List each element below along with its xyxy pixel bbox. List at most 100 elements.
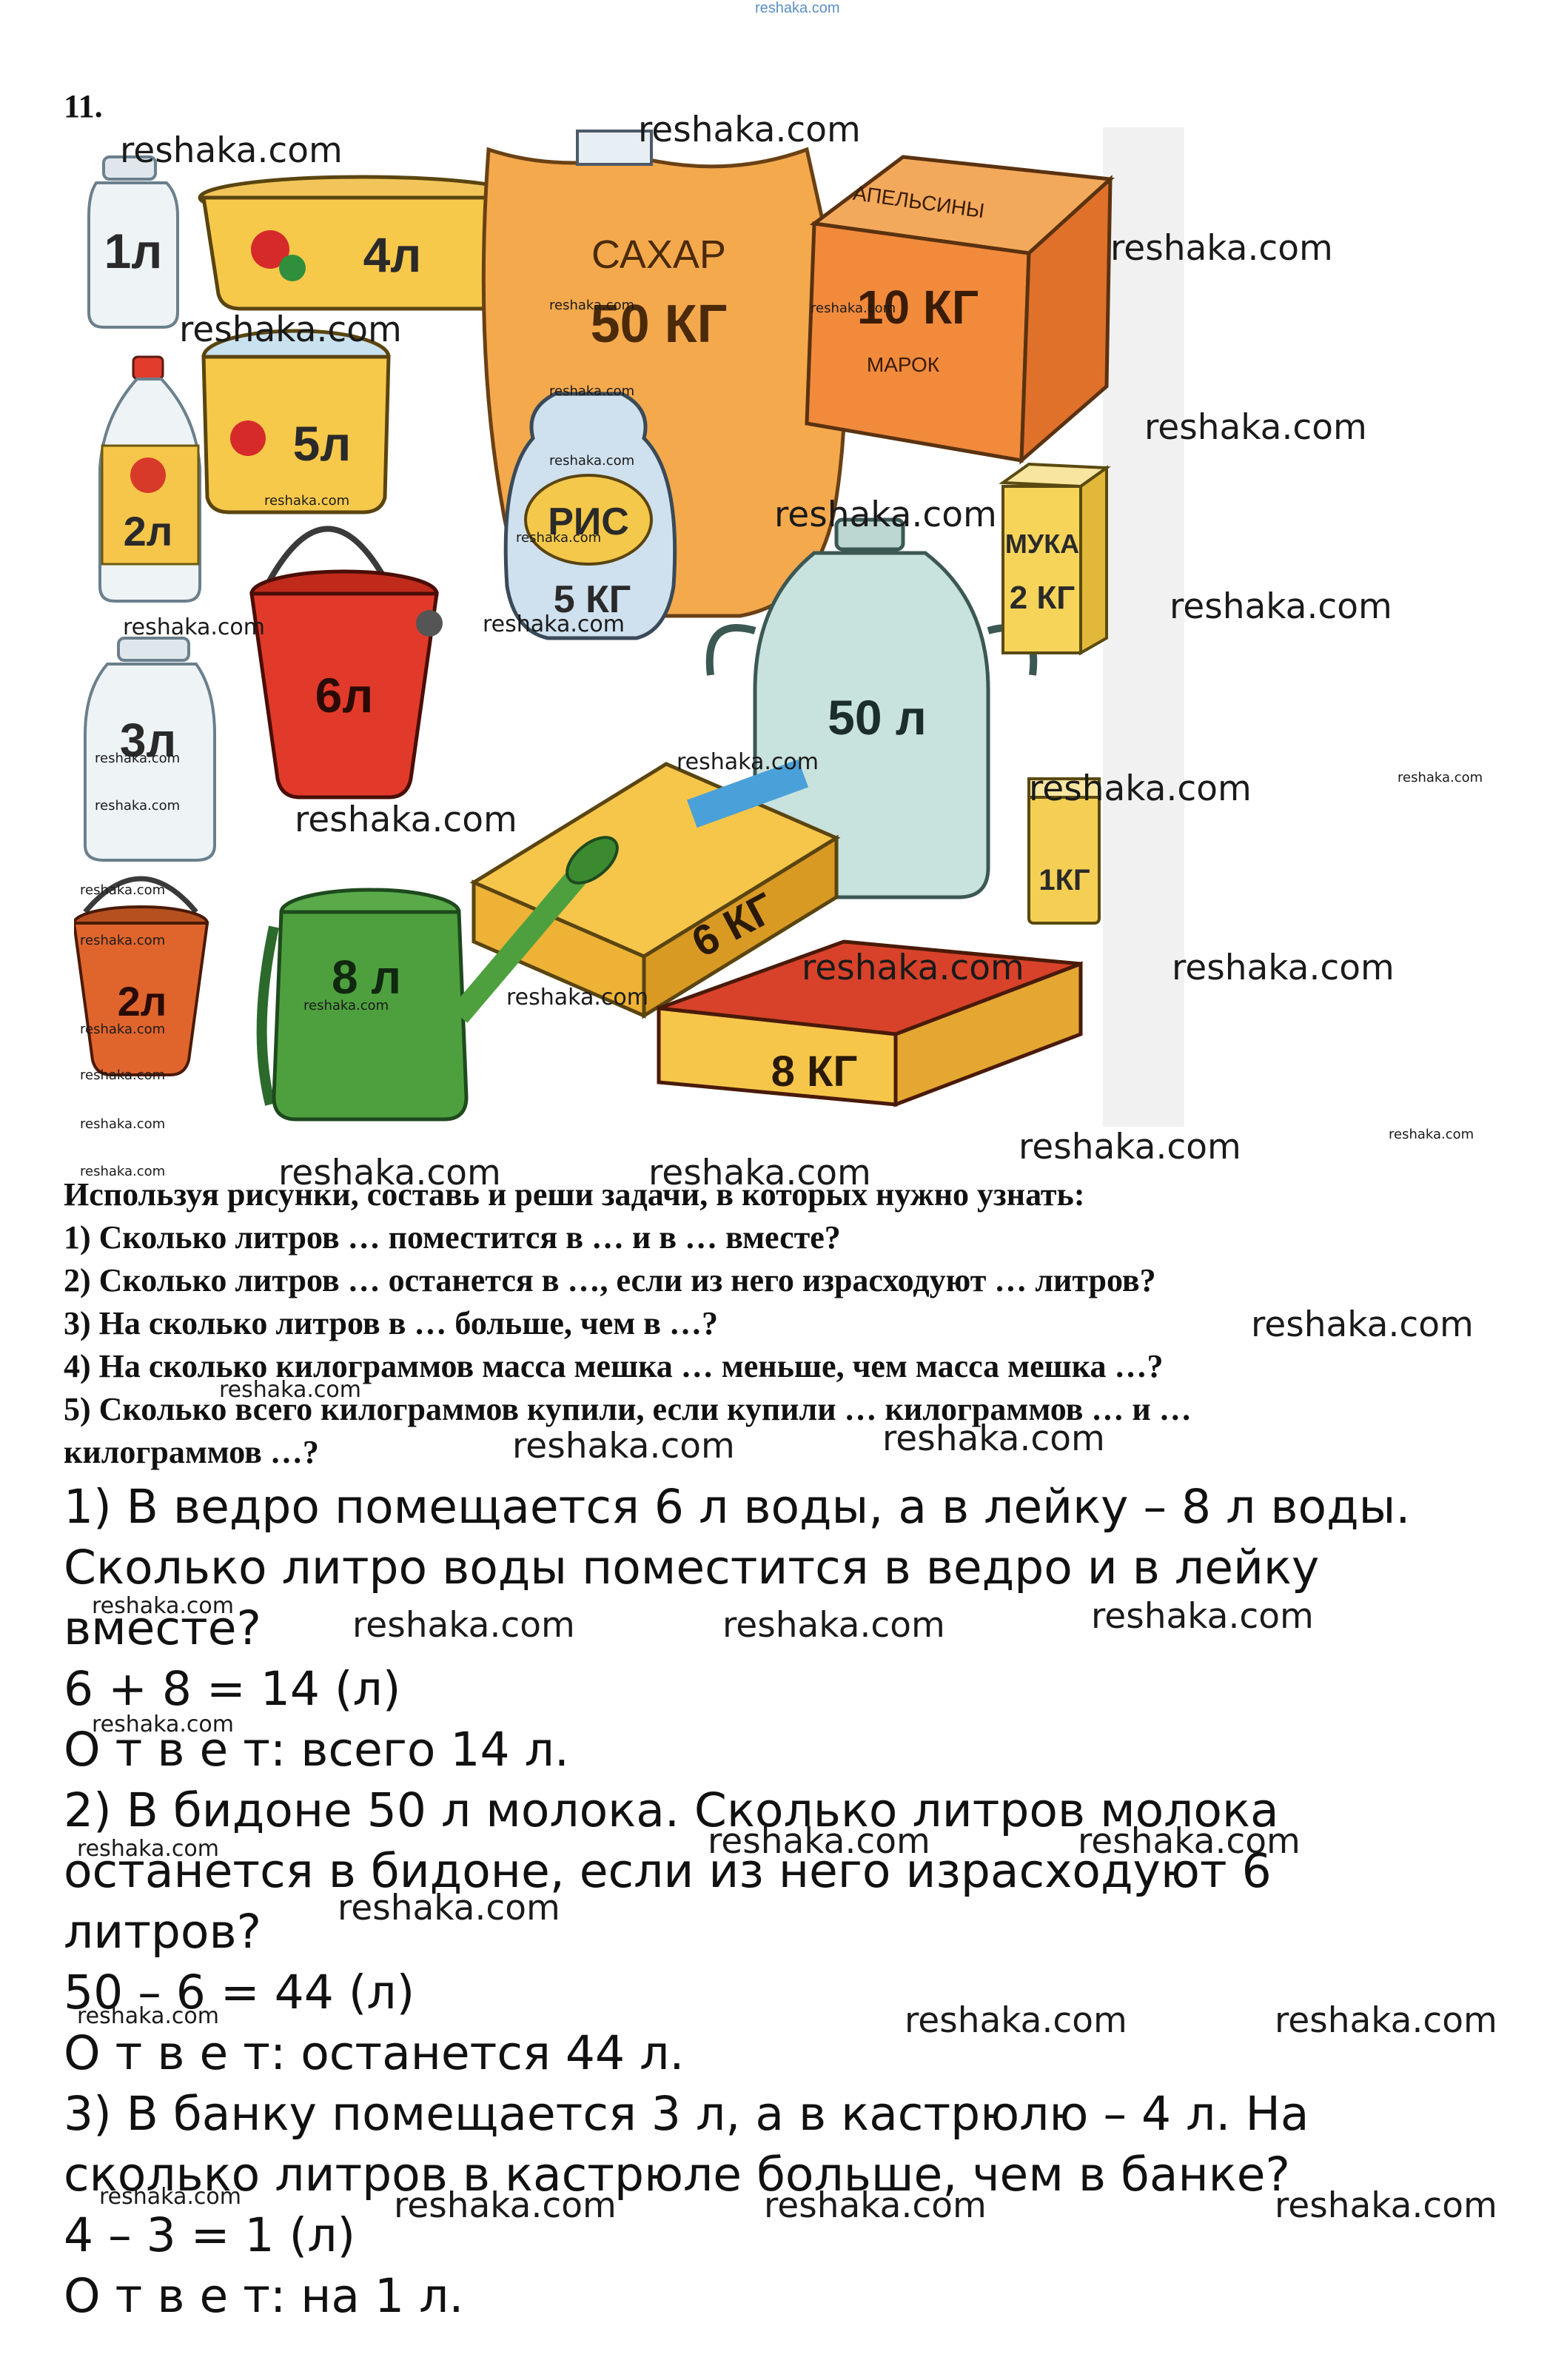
- pot-icon: 4л: [198, 175, 528, 311]
- solution-line: литров?: [64, 1905, 262, 1959]
- solution-line: О т в е т: останется 44 л.: [64, 2026, 685, 2080]
- watermark: reshaka.com: [1251, 1304, 1474, 1345]
- top-watermark: reshaka.com: [755, 0, 840, 16]
- milk-can-icon: 50 л: [705, 517, 1038, 899]
- watermark: reshaka.com: [278, 1153, 501, 1193]
- watering-can-label: 8 л: [332, 951, 401, 1004]
- solution-line: вместе?: [64, 1601, 261, 1655]
- watermark: reshaka.com: [648, 1153, 871, 1193]
- watering-can-icon: 8 л: [256, 836, 619, 1122]
- solution-line: 50 – 6 = 44 (л): [64, 1965, 415, 2019]
- task-line: 1) Сколько литров … поместится в … и в ……: [64, 1219, 841, 1256]
- task-intro: Используя рисунки, составь и реши задачи…: [64, 1176, 1085, 1213]
- watermark: reshaka.com: [549, 453, 635, 469]
- watermark: reshaka.com: [638, 110, 861, 150]
- watermark: reshaka.com: [802, 948, 1024, 988]
- watermark: reshaka.com: [1172, 948, 1395, 988]
- sack-sugar-weight: 50 КГ: [591, 295, 728, 354]
- bottle-2l-label: 2л: [124, 508, 173, 554]
- task-line: 2) Сколько литров … останется в …, если …: [64, 1262, 1156, 1298]
- solution-line: 1) В ведро помещается 6 л воды, а в лейк…: [64, 1480, 1411, 1534]
- watermark: reshaka.com: [882, 1418, 1105, 1459]
- watermark: reshaka.com: [120, 130, 343, 171]
- pack-icon: 1КГ: [1027, 777, 1101, 925]
- watermark: reshaka.com: [516, 530, 602, 546]
- watermark: reshaka.com: [80, 1116, 166, 1132]
- jar-3l-label: 3л: [120, 714, 176, 767]
- watermark: reshaka.com: [1275, 2185, 1497, 2226]
- watermark: reshaka.com: [80, 882, 166, 898]
- watermark: reshaka.com: [506, 985, 648, 1010]
- flour-pack-icon: МУКА 2 КГ: [999, 462, 1111, 656]
- watermark: reshaka.com: [352, 1605, 575, 1646]
- watermark: reshaka.com: [338, 1888, 560, 1928]
- exercise-number: 11.: [64, 88, 103, 124]
- watermark: reshaka.com: [92, 1593, 234, 1619]
- box-oranges-country: МАРОК: [867, 353, 940, 376]
- solution-line: О т в е т: всего 14 л.: [64, 1723, 569, 1777]
- watermark: reshaka.com: [303, 998, 389, 1013]
- box-icon: АПЕЛЬСИНЫ 10 КГ МАРОК: [805, 155, 1115, 465]
- bucket-2l-label: 2л: [118, 978, 167, 1025]
- watermark: reshaka.com: [549, 298, 635, 313]
- bag-rice-label: РИС: [548, 500, 629, 543]
- solution-line: О т в е т: на 1 л.: [64, 2269, 464, 2323]
- watermark: reshaka.com: [1110, 228, 1333, 269]
- watermark: reshaka.com: [1389, 1127, 1474, 1142]
- watermark: reshaka.com: [1019, 1127, 1241, 1167]
- milk-can-label: 50 л: [828, 690, 927, 745]
- watermark: reshaka.com: [80, 1164, 166, 1179]
- task-line: 4) На сколько килограммов масса мешка … …: [64, 1348, 1164, 1384]
- jar-icon: 3л: [84, 637, 216, 862]
- solution-line: 3) В банку помещается 3 л, а в кастрюлю …: [64, 2087, 1309, 2141]
- crate-8kg-label: 8 КГ: [771, 1047, 858, 1096]
- jar-icon: 1л: [87, 155, 179, 329]
- crate-icon: 8 КГ: [657, 939, 1083, 1107]
- box-oranges-weight: 10 КГ: [857, 281, 979, 334]
- watermark: reshaka.com: [1144, 407, 1367, 448]
- watermark: reshaka.com: [1029, 768, 1252, 809]
- watermark: reshaka.com: [123, 614, 265, 640]
- task-line: 3) На сколько литров в … больше, чем в ……: [64, 1305, 718, 1341]
- watermark: reshaka.com: [95, 798, 181, 814]
- watermark: reshaka.com: [764, 2185, 987, 2226]
- bucket-icon: 6л: [249, 526, 443, 800]
- flour-label: МУКА: [1005, 529, 1079, 559]
- watermark: reshaka.com: [1078, 1821, 1301, 1862]
- pack-1kg-label: 1КГ: [1038, 864, 1090, 896]
- solution-line: Сколько литро воды поместится в ведро и …: [64, 1541, 1320, 1595]
- watermark: reshaka.com: [394, 2185, 617, 2226]
- watermark: reshaka.com: [512, 1426, 735, 1466]
- watermark: reshaka.com: [1397, 770, 1483, 785]
- task-line: килограммов …?: [64, 1434, 319, 1470]
- watermark: reshaka.com: [1275, 2000, 1497, 2041]
- bag-rice-weight: 5 КГ: [554, 578, 631, 621]
- watermark: reshaka.com: [811, 301, 896, 316]
- watermark: reshaka.com: [774, 495, 997, 535]
- watermark: reshaka.com: [549, 383, 635, 399]
- task-text: Используя рисунки, составь и реши задачи…: [64, 1173, 1529, 1474]
- watermark: reshaka.com: [264, 493, 350, 509]
- solution-line: останется в бидоне, если из него израсхо…: [64, 1844, 1272, 1898]
- pot-4l-label: 4л: [363, 227, 422, 282]
- bag-icon: РИС 5 КГ: [503, 392, 677, 640]
- solution-line: 6 + 8 = 14 (л): [64, 1662, 401, 1716]
- solution-line: сколько литров в кастрюле больше, чем в …: [64, 2148, 1290, 2202]
- solution-line: 4 – 3 = 1 (л): [64, 2208, 356, 2262]
- solution-text: 1) В ведро помещается 6 л воды, а в лейк…: [64, 1477, 1544, 2327]
- watermark: reshaka.com: [179, 309, 402, 350]
- bucket-icon: 2л: [74, 876, 209, 1076]
- watermark: reshaka.com: [77, 2003, 219, 2029]
- watermark: reshaka.com: [708, 1821, 930, 1862]
- watermark: reshaka.com: [1170, 586, 1392, 627]
- solution-line: 2) В бидоне 50 л молока. Сколько литров …: [64, 1783, 1279, 1837]
- watermark: reshaka.com: [677, 749, 819, 775]
- watermark: reshaka.com: [483, 611, 625, 637]
- watermark: reshaka.com: [77, 1836, 219, 1862]
- bottle-icon: 2л: [98, 355, 201, 603]
- flour-weight: 2 КГ: [1010, 580, 1076, 616]
- watermark: reshaka.com: [1091, 1596, 1314, 1637]
- pot-5l-label: 5л: [293, 416, 352, 471]
- watermark: reshaka.com: [219, 1377, 361, 1403]
- watermark: reshaka.com: [80, 933, 166, 948]
